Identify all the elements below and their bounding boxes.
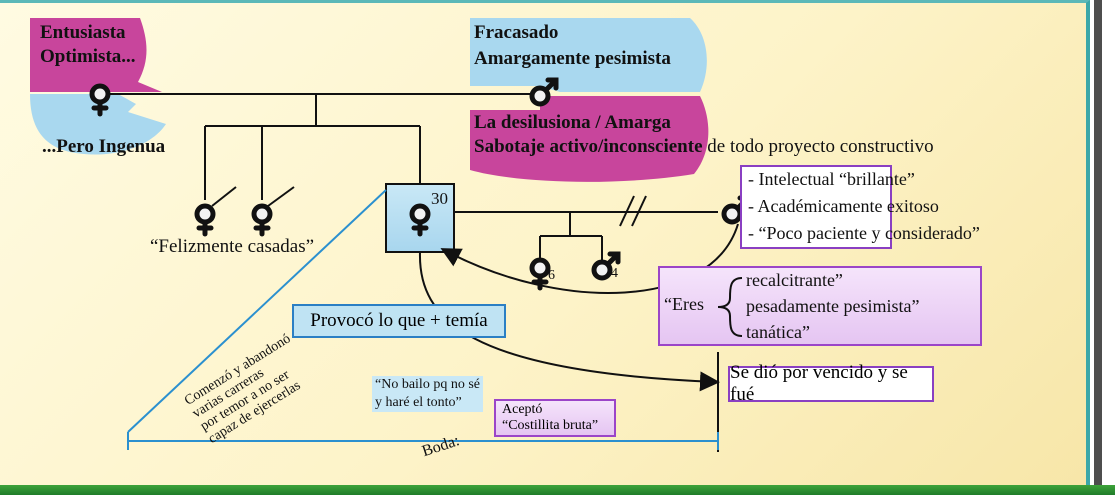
sister2-partner-line [267,186,295,207]
accusation-brace-icon [717,277,743,337]
bottom-green-bar [0,485,1115,495]
ex-husband-trait-1: - Intelectual “brillante” [748,169,915,189]
accepted-line-2: “Costillita bruta” [502,418,599,433]
accusation-item-3: tanática” [746,322,810,342]
gave-up-box: Se dió por vencido y se fué [728,362,934,405]
grandchild-female-age: 6 [548,268,555,283]
frame-border [0,0,1090,488]
sister1-partner-line [211,186,237,207]
right-parent-magenta-blob [470,96,709,182]
provoked-box: Provocó lo que + temía [292,304,506,338]
left-parent-trait-2: Optimista... [40,46,136,67]
central-to-gave-up-arrow [418,251,720,392]
timeline-diagonal [127,189,387,433]
left-parent-magenta-blob [30,18,162,92]
right-parent-trait-4-rest: de todo proyecto constructivo [702,136,934,157]
ex-husband-to-central-arrow [440,223,739,294]
right-parent-trait-4: Sabotaje activo/inconsciente de todo pro… [474,136,934,158]
ex-husband-trait-2: - Académicamente exitoso [748,196,939,216]
divorce-slash-2 [631,195,647,227]
accusation-box [658,266,982,346]
sisters-label: “Felizmente casadas” [150,236,315,257]
dance-quote: “No bailo pq no sé y haré el tonto” [372,376,483,412]
left-parent-blue-blob [30,94,166,155]
right-parent-trait-1: Fracasado [474,22,559,43]
left-parent-trait-1: Entusiasta [40,22,126,43]
right-parent-trait-4-bold: Sabotaje activo/inconsciente [474,136,703,157]
dance-quote-line-2: y haré el tonto” [375,395,462,410]
ex-husband-traits-box [740,165,892,249]
right-parent-trait-3: La desilusiona / Amarga [474,112,671,133]
right-scroll-strip [1094,0,1102,488]
ex-husband-trait-3: - “Poco paciente y considerado” [748,223,980,243]
divorce-slash-1 [619,195,635,227]
right-parent-trait-2: Amargamente pesimista [474,48,671,69]
accusation-item-1: recalcitrante” [746,270,843,290]
grandchild-male-icon [591,259,613,281]
dance-quote-line-1: “No bailo pq no sé [375,377,480,392]
accepted-box: Aceptó “Costillita bruta” [494,399,616,437]
left-parent-trait-3: ...Pero Ingenua [42,136,166,157]
grandchild-male-age: 4 [611,266,618,281]
central-age: 30 [431,189,448,208]
accepted-line-1: Aceptó [502,402,543,417]
accusation-lead: “Eres [664,294,704,314]
right-parent-male-icon [529,85,551,107]
right-parent-blue-blob [470,18,707,92]
accusation-item-2: pesadamente pesimista” [746,296,920,316]
